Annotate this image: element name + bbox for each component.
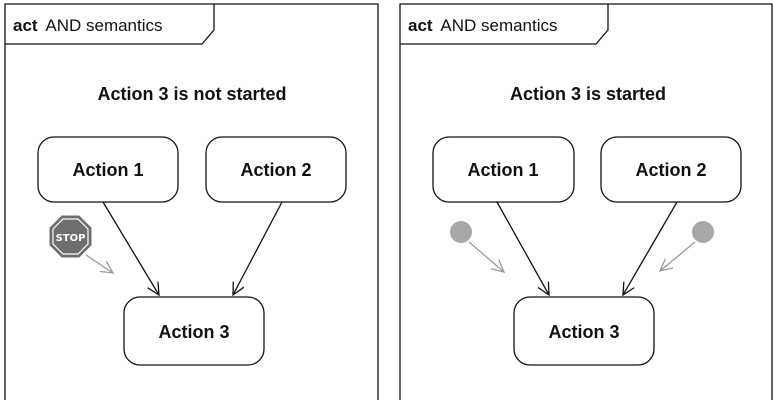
right-frame-label: act AND semantics <box>408 16 558 35</box>
right-panel: act AND semantics Action 3 is started Ac… <box>399 3 773 400</box>
right-action-3: Action 3 <box>513 296 655 366</box>
left-frame-name: AND semantics <box>45 16 162 35</box>
right-frame-keyword: act <box>408 16 433 35</box>
left-action-3-label: Action 3 <box>158 322 229 342</box>
right-token-left-arrow <box>468 241 506 273</box>
left-flow-2-to-3 <box>232 201 283 297</box>
right-flow-1-to-3 <box>496 201 550 297</box>
right-frame-tab <box>400 4 609 45</box>
right-action-1: Action 1 <box>432 136 575 203</box>
right-token-left-icon <box>450 221 472 243</box>
left-flow-1-to-3 <box>102 201 160 297</box>
left-action-2: Action 2 <box>205 136 347 203</box>
left-panel: act AND semantics Action 3 is not starte… <box>4 3 379 400</box>
left-action-1: Action 1 <box>37 136 179 203</box>
left-action-3: Action 3 <box>123 296 265 366</box>
right-token-right-arrow <box>658 241 696 272</box>
left-frame-tab <box>5 4 215 45</box>
right-action-1-label: Action 1 <box>467 160 538 180</box>
left-token-arrow <box>85 254 115 274</box>
left-frame-keyword: act <box>13 16 38 35</box>
right-flow-2-to-3 <box>622 201 678 297</box>
right-action-2-label: Action 2 <box>635 160 706 180</box>
left-frame-label: act AND semantics <box>13 16 163 35</box>
right-heading: Action 3 is started <box>510 84 666 104</box>
right-frame-name: AND semantics <box>440 16 557 35</box>
stop-sign-icon: STOP <box>49 215 92 258</box>
right-action-2: Action 2 <box>600 136 742 203</box>
left-action-1-label: Action 1 <box>72 160 143 180</box>
right-token-right-icon <box>692 221 714 243</box>
stop-sign-text: STOP <box>56 233 86 244</box>
right-action-3-label: Action 3 <box>548 322 619 342</box>
left-heading: Action 3 is not started <box>97 84 286 104</box>
left-action-2-label: Action 2 <box>240 160 311 180</box>
left-frame-border <box>4 3 379 400</box>
right-frame-border <box>399 3 773 400</box>
